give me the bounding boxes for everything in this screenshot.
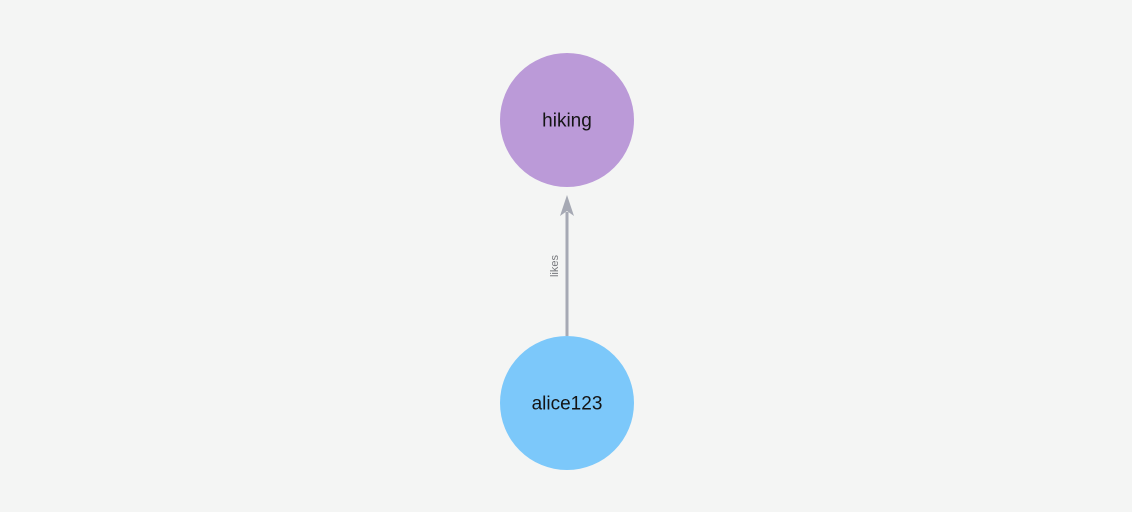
node-alice123[interactable]: alice123 (500, 336, 634, 470)
node-circle[interactable] (500, 336, 634, 470)
edge-arrowhead-icon (560, 195, 574, 216)
edge-alice123-likes-hiking[interactable]: likes (549, 195, 574, 336)
node-hiking[interactable]: hiking (500, 53, 634, 187)
node-circle[interactable] (500, 53, 634, 187)
edges-layer: likes (549, 195, 574, 336)
edge-label: likes (549, 255, 561, 278)
